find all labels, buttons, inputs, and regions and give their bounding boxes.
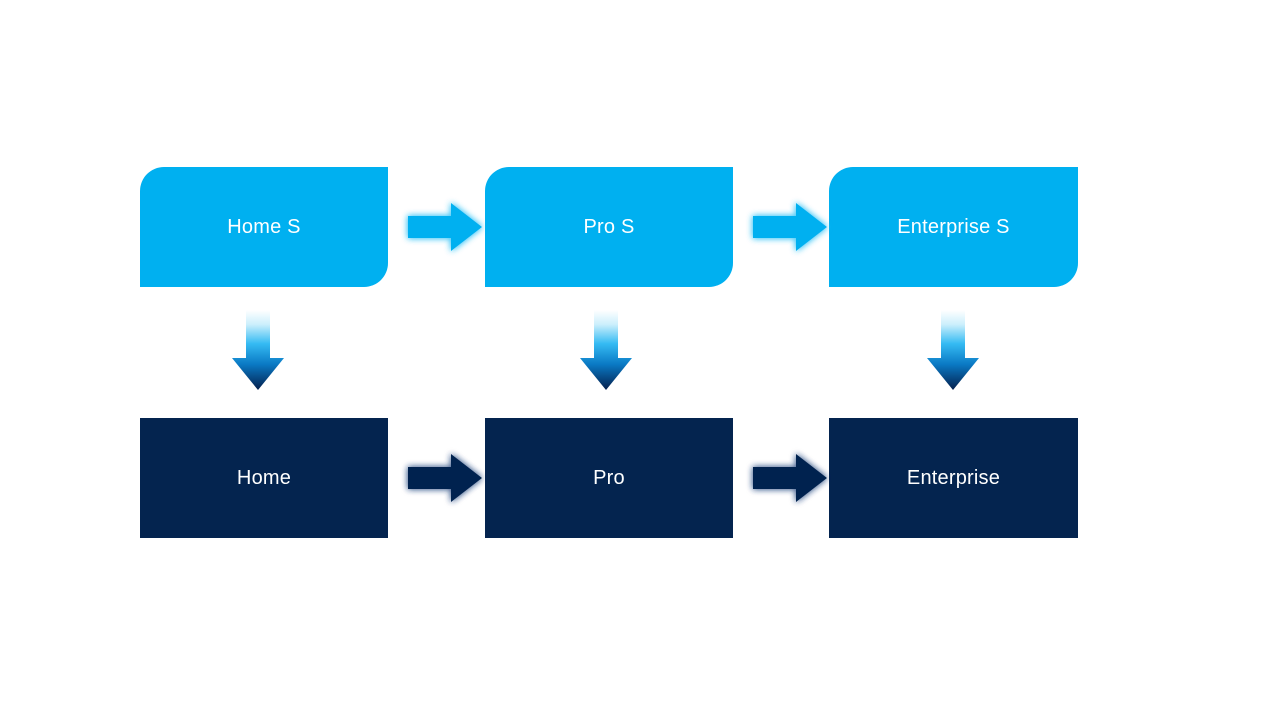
node-enterprise[interactable]: Enterprise [829, 418, 1078, 538]
node-home-s-label: Home S [227, 216, 301, 238]
arrow-pro-s-to-pro-icon [578, 310, 634, 392]
node-home-label: Home [236, 467, 292, 489]
node-pro[interactable]: Pro [485, 418, 733, 538]
arrow-home-s-to-pro-s-icon [403, 196, 487, 258]
node-enterprise-s-label: Enterprise S [897, 216, 1010, 238]
arrow-pro-to-enterprise-icon [748, 447, 832, 509]
node-home[interactable]: Home [140, 418, 388, 538]
node-home-s[interactable]: Home S [140, 167, 388, 287]
node-pro-label: Pro [593, 467, 625, 489]
node-enterprise-label: Enterprise [906, 467, 1001, 489]
arrow-home-to-pro-icon [403, 447, 487, 509]
arrow-pro-s-to-enterprise-s-icon [748, 196, 832, 258]
node-pro-s-label: Pro S [583, 216, 635, 238]
node-enterprise-s[interactable]: Enterprise S [829, 167, 1078, 287]
node-pro-s[interactable]: Pro S [485, 167, 733, 287]
arrow-enterprise-s-to-enterprise-icon [925, 310, 981, 392]
arrow-home-s-to-home-icon [230, 310, 286, 392]
